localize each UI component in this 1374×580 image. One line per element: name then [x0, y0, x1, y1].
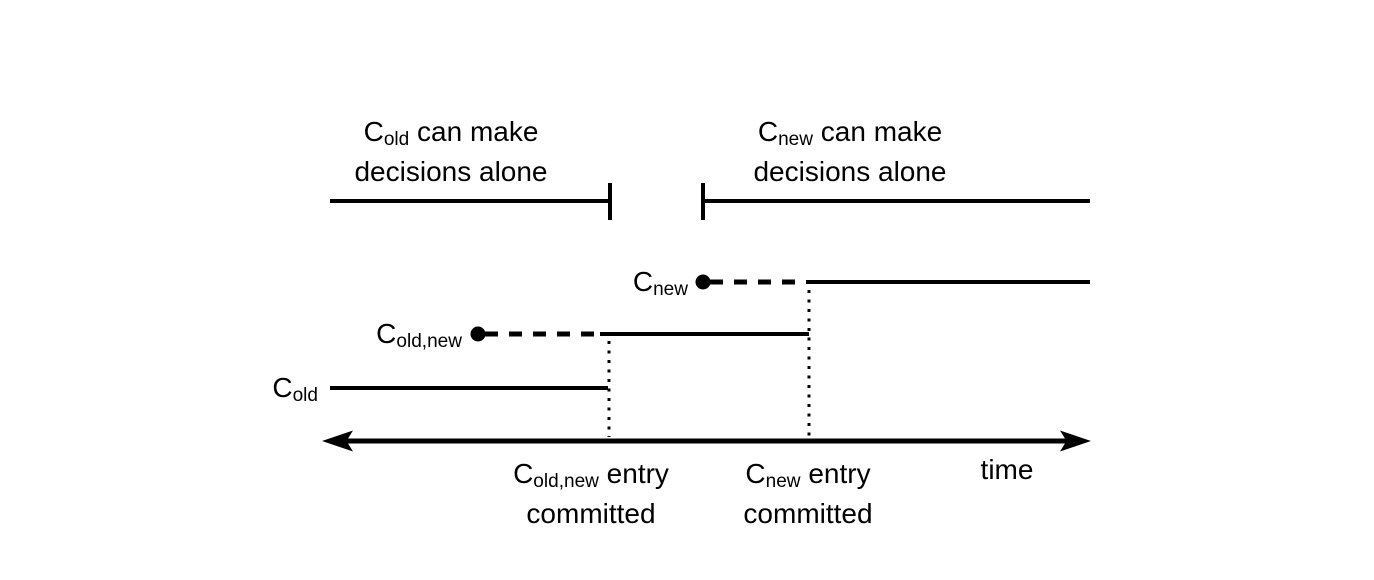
coldnew-committed-label: Cold,new entry committed: [466, 454, 716, 534]
new-alone-bracket: [701, 183, 1090, 220]
cnew-label: Cnew: [632, 266, 688, 301]
cnew-committed-label: Cnew entry committed: [683, 454, 933, 534]
coldnew-committed-line2: committed: [526, 498, 656, 529]
new-alone-label: Cnew can make decisions alone: [725, 112, 975, 192]
old-alone-label: Cold can make decisions alone: [326, 112, 576, 192]
time-axis-left-arrowhead: [322, 430, 353, 452]
cnew-start-dot: [695, 274, 711, 290]
old-alone-bracket: [330, 183, 612, 220]
coldnew-timeline: [470, 326, 809, 342]
cnew-committed-line2: committed: [743, 498, 873, 529]
old-alone-label-line2: decisions alone: [354, 156, 548, 187]
cold-label: Cold: [272, 372, 318, 407]
cnew-committed-line1: Cnew entry: [745, 458, 871, 493]
coldnew-start-dot: [470, 326, 486, 342]
coldnew-committed-line1: Cold,new entry: [513, 458, 669, 493]
old-alone-label-line1: Cold can make: [363, 116, 539, 151]
new-alone-label-line2: decisions alone: [753, 156, 947, 187]
time-axis-right-arrowhead: [1060, 430, 1091, 452]
time-axis-label: time: [980, 454, 1034, 485]
time-axis: [322, 430, 1091, 452]
cnew-timeline: [695, 274, 1090, 290]
new-alone-label-line1: Cnew can make: [757, 116, 943, 151]
coldnew-label: Cold,new: [376, 318, 462, 353]
